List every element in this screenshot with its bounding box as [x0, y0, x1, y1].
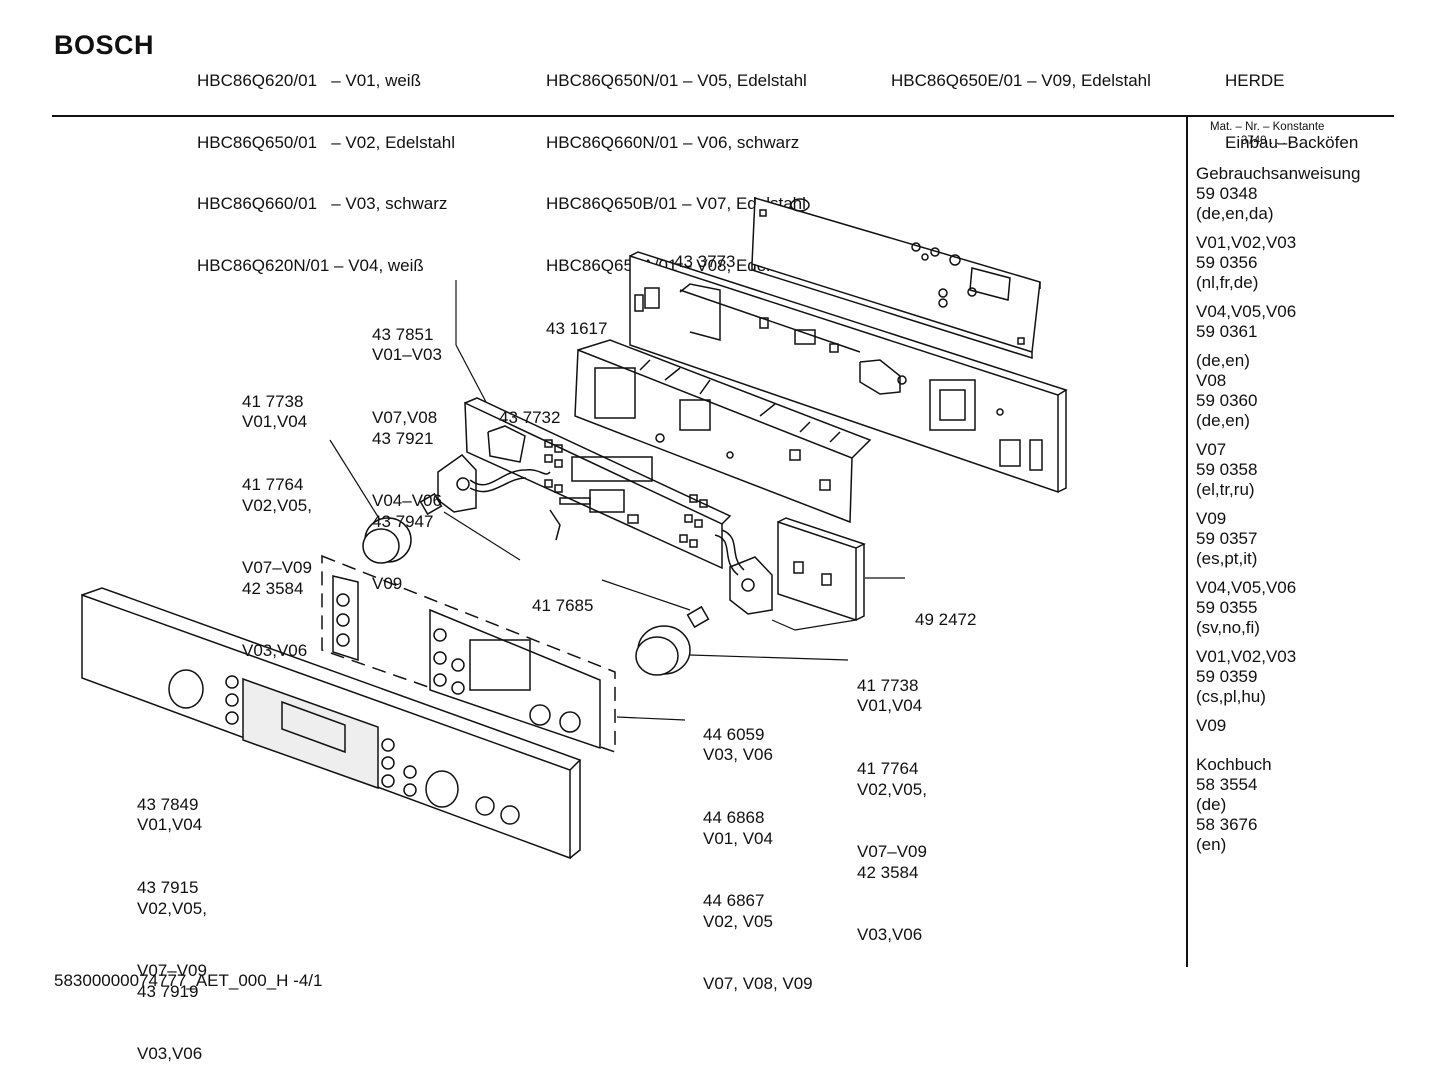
- product-category: HERDE Einbau–Backöfen: [1225, 30, 1358, 174]
- doc-line: (de,en,da): [1196, 204, 1274, 223]
- doc-line: 59 0360: [1196, 391, 1258, 410]
- doc-line: V04,V05,V06: [1196, 578, 1297, 597]
- right-knob: [635, 625, 691, 676]
- doc-line: V04,V05,V06: [1196, 302, 1297, 321]
- doc-block: V09: [1196, 716, 1396, 736]
- mat-nr-title: Mat. – Nr. – Konstante: [1210, 121, 1325, 133]
- back-circuit-board: [751, 197, 1041, 360]
- document-code: 58300000074777_AET_000_H -4/1: [54, 971, 323, 990]
- button-carrier-right: [429, 608, 601, 750]
- doc-line: V07: [1196, 440, 1227, 459]
- doc-block: Kochbuch 58 3554 (de) 58 3676 (en): [1196, 755, 1396, 855]
- brand-logo: BOSCH: [54, 30, 155, 60]
- doc-line: (en): [1196, 835, 1227, 854]
- model-line: HBC86Q650/01 – V02, Edelstahl: [197, 132, 455, 152]
- doc-line: 58 3554: [1196, 775, 1258, 794]
- button-set-outline: [321, 554, 616, 754]
- doc-line: V09: [1196, 509, 1227, 528]
- category-line: Einbau–Backöfen: [1225, 132, 1359, 152]
- doc-line: V01,V02,V03: [1196, 233, 1297, 252]
- doc-line: (cs,pl,hu): [1196, 687, 1266, 706]
- doc-line: (el,tr,ru): [1196, 480, 1255, 499]
- part-label-417685: 41 7685: [532, 595, 594, 615]
- doc-line: 59 0357: [1196, 529, 1258, 548]
- doc-line: V01,V02,V03: [1196, 647, 1297, 666]
- doc-line: (de): [1196, 795, 1227, 814]
- part-label-433773: 43 3773: [674, 251, 736, 271]
- part-label-437732: 43 7732: [499, 407, 561, 427]
- switch-holder: [574, 339, 872, 524]
- doc-block: V04,V05,V06 59 0361: [1196, 302, 1396, 342]
- sidebar-rule: [1186, 117, 1188, 967]
- doc-line: 59 0358: [1196, 460, 1258, 479]
- doc-line: 59 0348: [1196, 184, 1258, 203]
- control-pcb: [464, 397, 732, 570]
- doc-line: 59 0356: [1196, 253, 1258, 272]
- doc-line: V08: [1196, 371, 1227, 390]
- doc-line: Kochbuch: [1196, 755, 1272, 774]
- exploded-view-drawing: [81, 197, 1068, 860]
- doc-block: V04,V05,V06 59 0355 (sv,no,fi): [1196, 578, 1396, 638]
- doc-line: (de,en): [1196, 351, 1250, 370]
- doc-line: Gebrauchsanweisung: [1196, 164, 1361, 183]
- doc-block: V01,V02,V03 59 0359 (cs,pl,hu): [1196, 647, 1396, 707]
- doc-line: 59 0359: [1196, 667, 1258, 686]
- doc-block: (de,en) V08 59 0360 (de,en): [1196, 351, 1396, 431]
- model-line: HBC86Q650N/01 – V05, Edelstahl: [546, 71, 807, 90]
- model-line: HBC86Q650E/01 – V09, Edelstahl: [891, 71, 1151, 90]
- cover-plate: [777, 517, 866, 622]
- leader-lines: [329, 280, 905, 721]
- doc-line: (es,pt,it): [1196, 549, 1258, 568]
- left-encoder-assembly: [419, 454, 551, 516]
- left-knob: [362, 517, 412, 564]
- part-label-431617: 43 1617: [546, 318, 608, 338]
- doc-line: (de,en): [1196, 411, 1250, 430]
- doc-line: 59 0361: [1196, 322, 1258, 341]
- mat-nr-value: 3740 . . . . .: [1241, 135, 1299, 147]
- model-line: HBC86Q660/01 – V03, schwarz: [197, 194, 448, 213]
- header-rule: [52, 115, 1394, 117]
- category-line: HERDE: [1225, 71, 1285, 90]
- front-panel: [81, 587, 582, 860]
- control-panel-frame: [629, 251, 1068, 494]
- doc-line: (sv,no,fi): [1196, 618, 1260, 637]
- button-carrier-left: [332, 575, 359, 662]
- model-line: HBC86Q620/01 – V01, weiß: [197, 71, 421, 90]
- doc-block: V09 59 0357 (es,pt,it): [1196, 509, 1396, 569]
- doc-line: V09: [1196, 716, 1227, 735]
- doc-block: V01,V02,V03 59 0356 (nl,fr,de): [1196, 233, 1396, 293]
- model-list-1: HBC86Q620/01 – V01, weiß HBC86Q650/01 – …: [197, 30, 455, 297]
- model-line: HBC86Q620N/01 – V04, weiß: [197, 255, 424, 275]
- doc-line: 59 0355: [1196, 598, 1258, 617]
- model-line: HBC86Q660N/01 – V06, schwarz: [546, 132, 800, 152]
- doc-line: (nl,fr,de): [1196, 273, 1259, 292]
- doc-block: V07 59 0358 (el,tr,ru): [1196, 440, 1396, 500]
- doc-line: 58 3676: [1196, 815, 1258, 834]
- doc-block: Gebrauchsanweisung 59 0348 (de,en,da): [1196, 164, 1396, 224]
- right-encoder-assembly: [686, 529, 773, 629]
- documentation-sidebar: Mat. – Nr. – Konstante 3740 . . . . . Ge…: [1196, 120, 1396, 855]
- part-label-492472: 49 2472: [915, 609, 977, 629]
- model-list-3: HBC86Q650E/01 – V09, Edelstahl: [891, 30, 1151, 112]
